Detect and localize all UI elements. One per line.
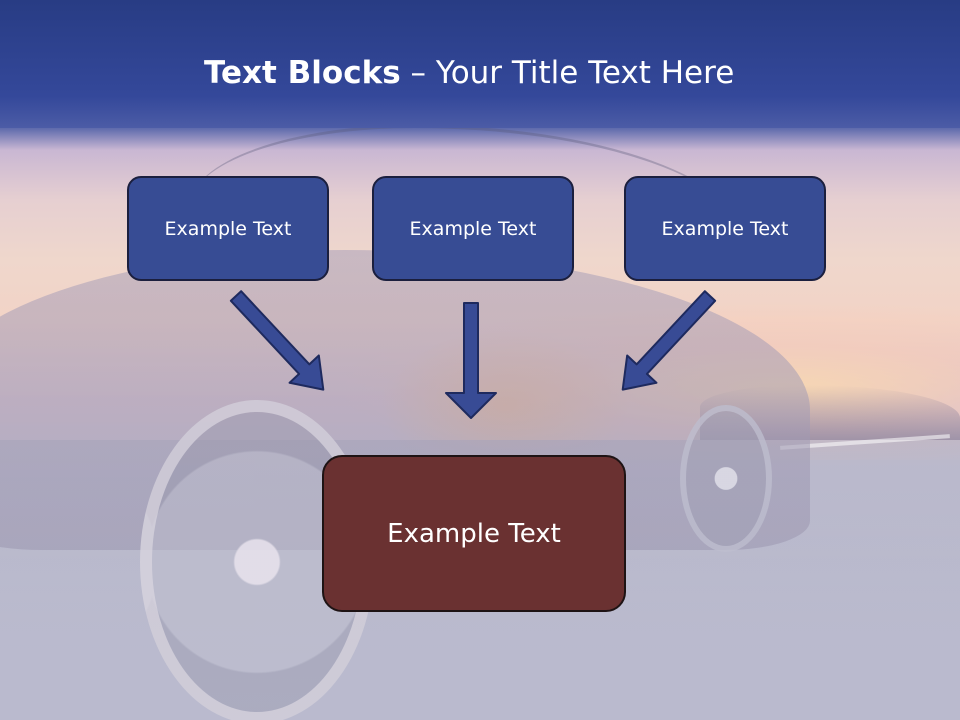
text-block-right[interactable]: Example Text (624, 176, 826, 281)
text-block-center[interactable]: Example Text (372, 176, 574, 281)
text-block-center-label: Example Text (409, 217, 537, 240)
title-band: Text Blocks – Your Title Text Here (0, 0, 960, 128)
arrow-down (445, 302, 497, 419)
title-bold: Text Blocks (204, 55, 401, 91)
text-block-main[interactable]: Example Text (322, 455, 626, 612)
title-rest: Your Title Text Here (435, 55, 735, 91)
arrow-diagonal-left (621, 290, 717, 391)
arrow-diagonal-right (229, 290, 325, 391)
slide-title: Text Blocks – Your Title Text Here (204, 55, 734, 91)
car-rear-wheel (680, 405, 772, 552)
text-block-left[interactable]: Example Text (127, 176, 329, 281)
title-dash: – (400, 55, 436, 91)
text-block-left-label: Example Text (164, 217, 292, 240)
text-block-right-label: Example Text (661, 217, 789, 240)
text-block-main-label: Example Text (387, 518, 561, 549)
